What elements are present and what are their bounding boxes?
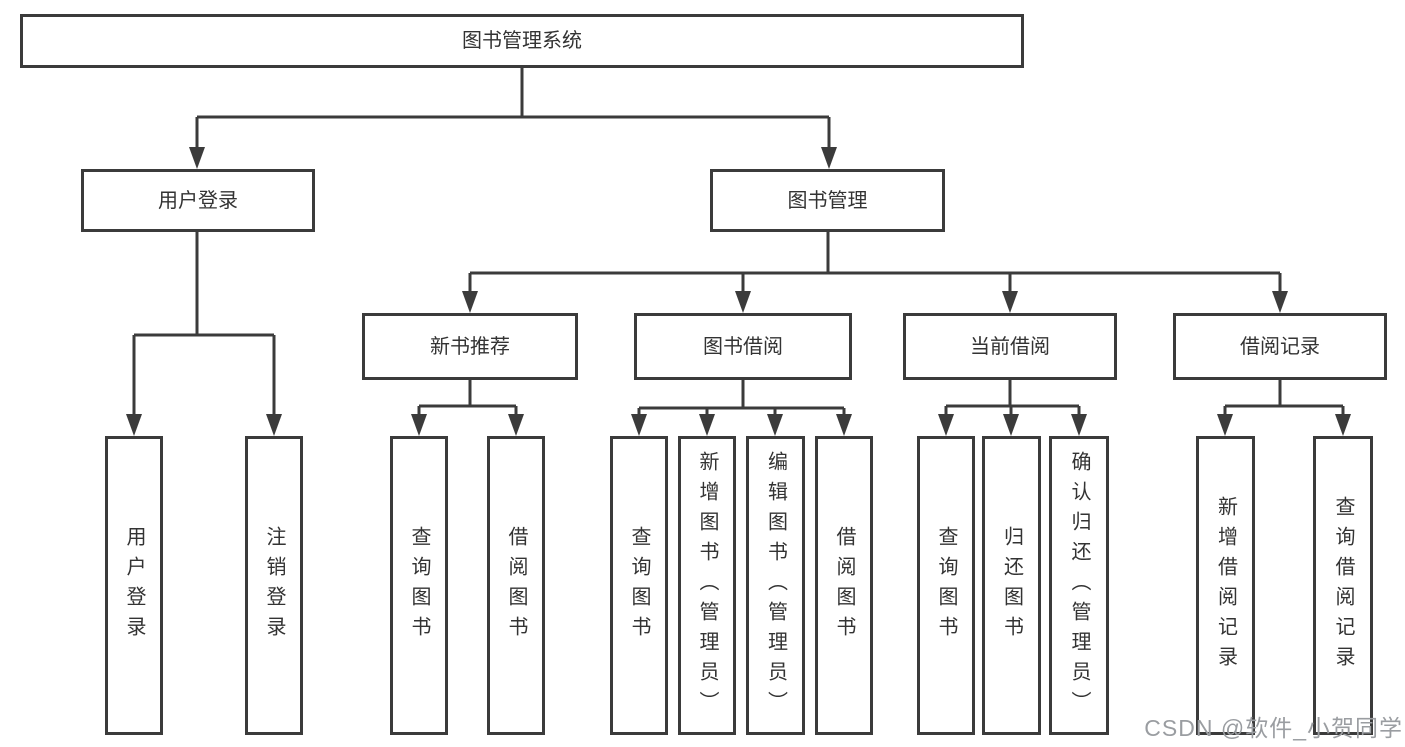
connector-login-to-leaves <box>132 232 276 417</box>
node-label: 用户登录 <box>158 189 238 212</box>
arrow-down-icon <box>767 414 783 436</box>
arrow-down-icon <box>508 414 524 436</box>
node-label: 归还图书 <box>1000 525 1023 646</box>
node-label: 确认归还（管理员） <box>1068 450 1090 721</box>
leaf-query-books-recommend: 查询图书 <box>390 436 448 735</box>
node-label: 新书推荐 <box>430 335 510 358</box>
leaf-confirm-return-admin: 确认归还（管理员） <box>1049 436 1109 735</box>
arrow-down-icon <box>411 414 427 436</box>
node-label: 查询图书 <box>408 525 430 646</box>
leaf-add-book-admin: 新增图书（管理员） <box>678 436 736 735</box>
connector-mgmt-to-level3 <box>468 232 1282 294</box>
node-label: 新增图书（管理员） <box>696 450 718 721</box>
node-library-management-system: 图书管理系统 <box>20 14 1024 68</box>
node-label: 新增借阅记录 <box>1214 495 1237 676</box>
connector-root-to-level2 <box>195 68 831 150</box>
node-borrow-records: 借阅记录 <box>1173 313 1387 380</box>
node-label: 查询图书 <box>935 525 957 646</box>
arrow-down-icon <box>1272 291 1288 313</box>
connector-records-to-leaves <box>1223 380 1345 417</box>
arrow-down-icon <box>126 414 142 436</box>
connector-paths <box>132 68 1345 417</box>
node-label: 借阅记录 <box>1240 335 1320 358</box>
node-label: 注销登录 <box>263 525 285 646</box>
arrow-down-icon <box>699 414 715 436</box>
arrow-down-icon <box>836 414 852 436</box>
leaf-borrow-books-recommend: 借阅图书 <box>487 436 545 735</box>
node-label: 图书管理 <box>787 189 868 212</box>
leaf-query-books-borrow: 查询图书 <box>610 436 668 735</box>
node-label: 借阅图书 <box>505 525 527 646</box>
csdn-watermark: CSDN @软件_小贺同学 <box>1144 715 1403 741</box>
connector-current-to-leaves <box>944 380 1081 417</box>
arrow-down-icon <box>1003 414 1019 436</box>
arrow-down-icon <box>1071 414 1087 436</box>
arrow-down-icon <box>938 414 954 436</box>
arrow-down-icon <box>189 147 205 169</box>
connector-borrow-to-leaves <box>637 380 846 417</box>
node-book-borrow: 图书借阅 <box>634 313 852 380</box>
node-label: 查询图书 <box>628 525 650 646</box>
leaf-edit-book-admin: 编辑图书（管理员） <box>746 436 805 735</box>
leaf-user-login: 用户登录 <box>105 436 163 735</box>
leaf-return-books: 归还图书 <box>982 436 1041 735</box>
node-label: 查询借阅记录 <box>1332 495 1354 676</box>
leaf-query-books-current: 查询图书 <box>917 436 975 735</box>
arrowheads <box>126 147 1351 436</box>
arrow-down-icon <box>821 147 837 169</box>
node-current-borrow: 当前借阅 <box>903 313 1117 380</box>
node-label: 借阅图书 <box>833 525 855 646</box>
arrow-down-icon <box>1002 291 1018 313</box>
arrow-down-icon <box>462 291 478 313</box>
node-label: 图书管理系统 <box>462 30 582 52</box>
node-label: 用户登录 <box>123 525 145 646</box>
node-label: 图书借阅 <box>703 335 783 358</box>
node-label: 当前借阅 <box>970 335 1050 358</box>
connector-newbook-to-leaves <box>417 380 518 417</box>
arrow-down-icon <box>266 414 282 436</box>
arrow-down-icon <box>1217 414 1233 436</box>
arrow-down-icon <box>735 291 751 313</box>
arrow-down-icon <box>631 414 647 436</box>
node-label: 编辑图书（管理员） <box>764 450 787 721</box>
leaf-logout: 注销登录 <box>245 436 303 735</box>
arrow-down-icon <box>1335 414 1351 436</box>
leaf-borrow-books: 借阅图书 <box>815 436 873 735</box>
leaf-query-borrow-record: 查询借阅记录 <box>1313 436 1373 735</box>
node-book-management: 图书管理 <box>710 169 945 232</box>
leaf-add-borrow-record: 新增借阅记录 <box>1196 436 1255 735</box>
node-user-login: 用户登录 <box>81 169 315 232</box>
node-new-book-recommend: 新书推荐 <box>362 313 578 380</box>
